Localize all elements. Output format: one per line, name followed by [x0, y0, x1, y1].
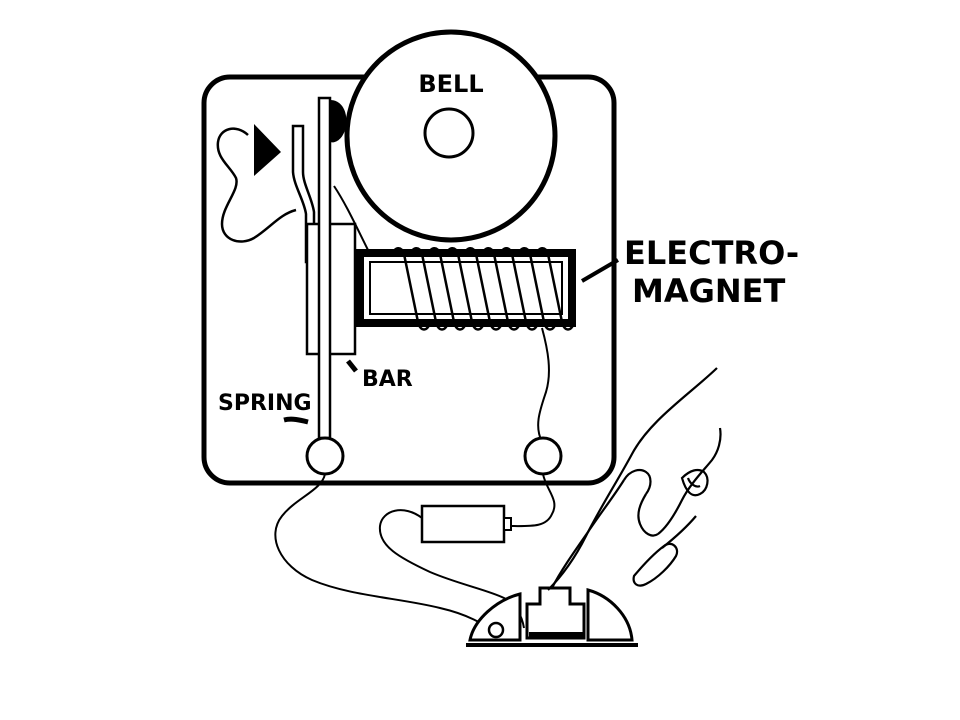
coil-winding [462, 247, 504, 331]
electromagnet-label-line2: MAGNET [632, 272, 786, 310]
bell-label: BELL [418, 70, 483, 98]
electromagnet [356, 247, 576, 331]
right-terminal [523, 436, 563, 476]
left-terminal [305, 436, 345, 476]
push-button-switch [466, 586, 638, 647]
spring-label: SPRING [218, 391, 312, 416]
coil-winding [498, 247, 540, 331]
clapper [330, 100, 347, 143]
bell [344, 29, 558, 243]
spring-pointer [283, 416, 309, 425]
coil-winding [444, 247, 486, 331]
bar-pointer [346, 359, 358, 373]
coil-winding [516, 247, 558, 331]
wire-bar-to-coil [333, 185, 369, 251]
coil-winding [390, 247, 432, 331]
wire-coil-to-terminal [537, 327, 550, 443]
battery [420, 504, 512, 544]
coil-winding [534, 247, 576, 331]
wire-left-terminal-to-switch [274, 473, 495, 635]
electromagnet-pointer [580, 258, 620, 283]
adjusting-screw [216, 124, 297, 243]
coil-winding [480, 247, 522, 331]
hand [547, 367, 722, 591]
spring-strip [317, 96, 332, 440]
coil-winding [408, 247, 450, 331]
bar-label: BAR [362, 367, 413, 392]
coil-winding [426, 247, 468, 331]
electromagnet-label-line1: ELECTRO- [624, 234, 799, 272]
wire-right-terminal-to-battery [505, 473, 556, 528]
